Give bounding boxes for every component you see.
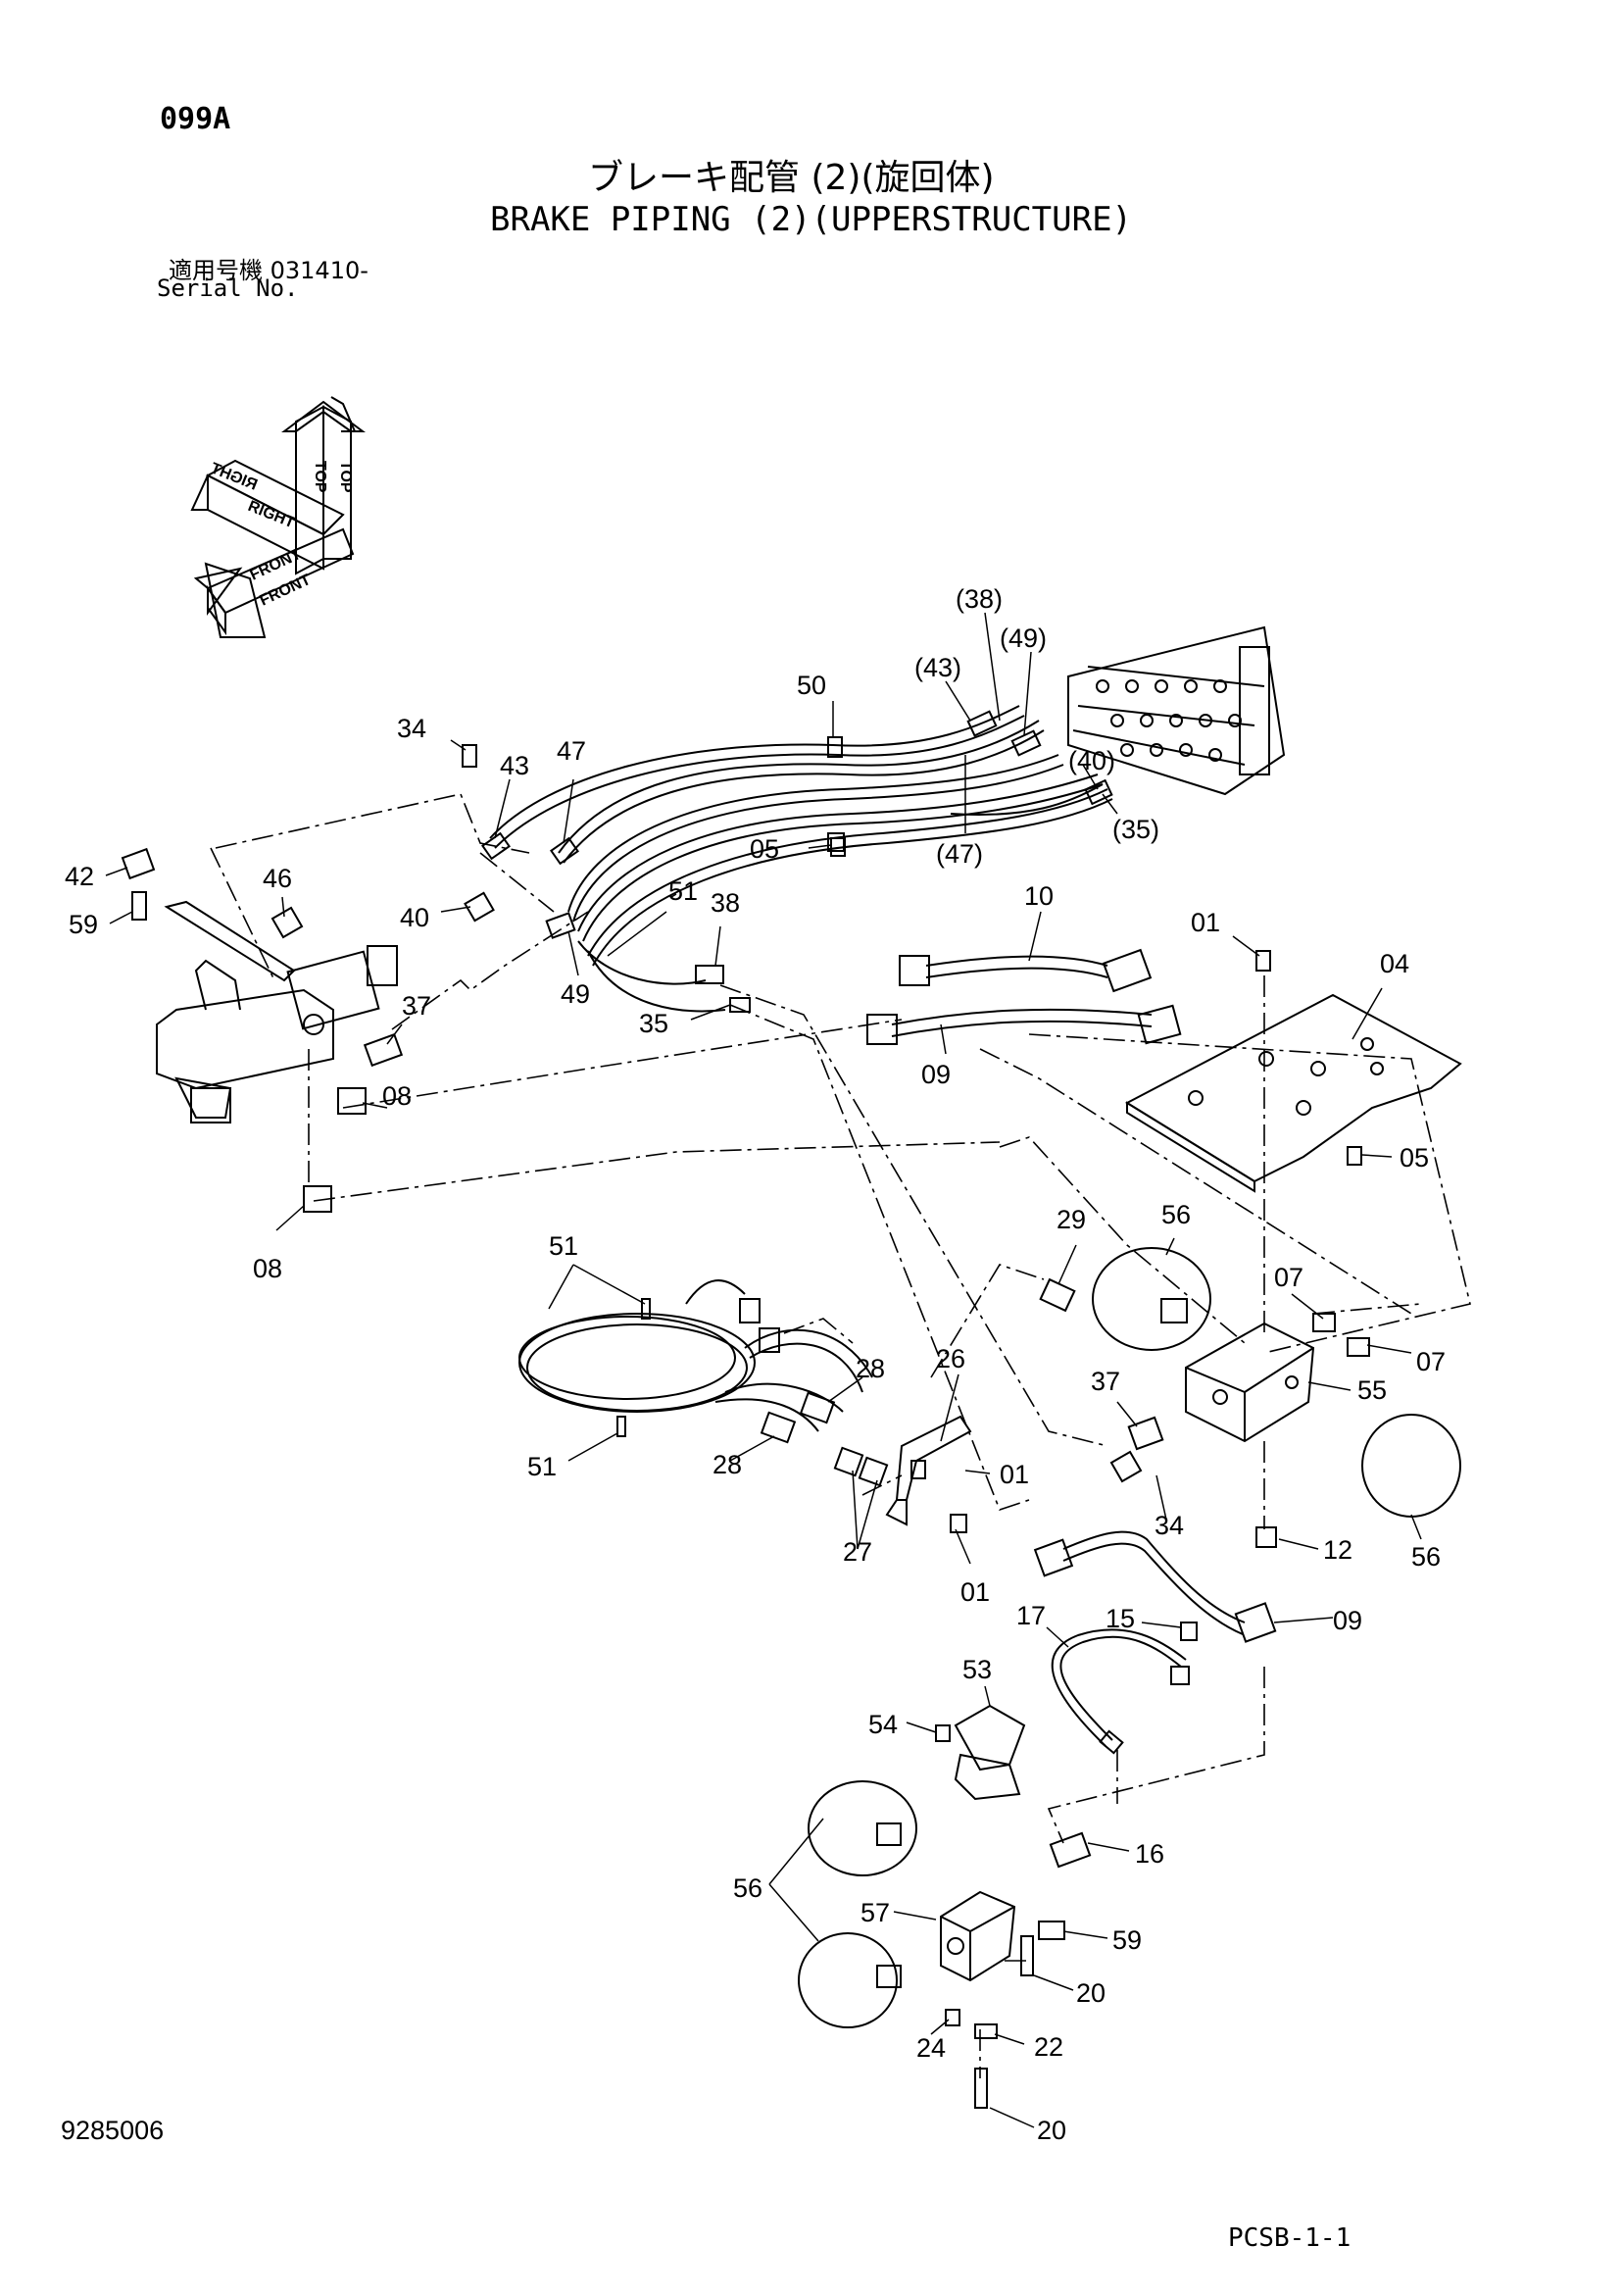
callout-07-lower: 07 [1416,1347,1446,1376]
bolt-01-05 [830,837,1362,1166]
hose-bundle [489,705,1113,1013]
callout-35: 35 [639,1009,668,1038]
callout-09-upper: 09 [921,1060,951,1089]
control-valve-assembly [1067,625,1286,796]
callout-55: 55 [1357,1375,1387,1405]
hose-17-fittings [1099,1622,1198,1755]
callout-51-upper: 51 [668,876,698,906]
title-english: BRAKE PIPING (2)(UPPERSTRUCTURE) [490,200,1133,239]
callout-08-lower: 08 [253,1254,282,1283]
leader-lines [105,612,1422,2128]
callout-37-upper: 37 [402,991,431,1021]
hoses-10-09 [891,955,1153,1037]
hose-10-09-fittings [866,948,1182,1045]
orientation-label-top-1: TOP [312,461,328,493]
right-arrow-icon [190,459,345,571]
callout-50: 50 [797,671,826,700]
callout-04: 04 [1380,949,1409,978]
callout-22: 22 [1034,2032,1063,2062]
callout-15: 15 [1106,1604,1135,1633]
front-arrow-icon [193,527,355,638]
callout-40: 40 [400,903,429,932]
callout-28-upper: 28 [856,1354,885,1383]
callout-38: 38 [711,888,740,918]
callout-40-ref: (40) [1068,746,1115,775]
serial-label-english: Serial No. [157,275,299,302]
callout-56-lower: 56 [733,1873,762,1903]
hose-fittings [481,710,1113,1013]
callout-labels: (38) (49) (43) (40) (35) (47) 50 34 43 4… [65,584,1446,2145]
manifold-block-57 [940,1890,1016,1982]
callout-49: 49 [561,979,590,1009]
callout-27: 27 [843,1537,872,1567]
callout-43: 43 [500,751,529,780]
callout-34-upper: 34 [397,714,426,743]
callout-20-lower: 20 [1037,2116,1066,2145]
page-code: 099A [160,102,231,136]
callout-57: 57 [860,1898,890,1927]
accumulator-56-lower-bottom [798,1932,902,2028]
callout-34-lower: 34 [1155,1511,1184,1540]
accumulator-56-lower-top [808,1780,917,1876]
callout-01-middle: 01 [1000,1460,1029,1489]
callout-26: 26 [936,1344,965,1373]
orientation-indicator: TOP TOP RIGHT RIGHT FRONT FRONT [190,396,366,638]
callout-56-right: 56 [1411,1542,1441,1572]
hose-51-fittings [616,1298,836,1444]
callout-16: 16 [1135,1839,1164,1869]
fittings-manifold [1039,1277,1370,1548]
routing-lines [210,793,1471,2078]
callout-51-middle: 51 [549,1231,578,1261]
hose-09-fittings [1033,1538,1277,1643]
callout-51-lower: 51 [527,1452,557,1481]
callout-10: 10 [1024,881,1054,911]
orientation-label-top-2: TOP [337,461,354,493]
hose-09-lower [1062,1530,1246,1635]
callout-09-lower: 09 [1333,1606,1362,1635]
callout-53: 53 [962,1655,992,1684]
callout-07-upper: 07 [1274,1263,1303,1292]
callout-17: 17 [1016,1601,1046,1630]
sheet-code: PCSB-1-1 [1228,2223,1352,2253]
mounting-plate [1124,993,1462,1193]
orientation-label-right-1: RIGHT [246,498,298,531]
callout-12: 12 [1323,1535,1352,1565]
callout-59-lower: 59 [1112,1925,1142,1955]
callout-47: 47 [557,736,586,766]
hose-17 [1051,1628,1187,1747]
callout-20-upper: 20 [1076,1978,1106,2008]
callout-01-lower: 01 [960,1577,990,1607]
title-japanese: ブレーキ配管 (2)(旋回体) [588,158,995,198]
fittings-lower [945,1831,1092,2109]
callout-49-ref: (49) [1000,624,1047,653]
callout-37-lower: 37 [1091,1367,1120,1396]
callout-01-upper: 01 [1191,908,1220,937]
brake-pedal-valve [156,900,398,1123]
bracket-26 [885,1415,972,1526]
coiled-hose-51 [518,1279,873,1432]
callout-56-upper: 56 [1161,1200,1191,1229]
callout-54: 54 [868,1710,898,1739]
callout-47-ref: (47) [936,839,983,869]
bracket-53 [935,1704,1026,1801]
callout-24: 24 [916,2033,946,2063]
document-number: 9285006 [61,2116,165,2145]
callout-05-upper: 05 [750,834,779,864]
callout-43-ref: (43) [914,653,961,682]
accumulator-56-upper [1092,1247,1211,1351]
serial-label-japanese: 適用号機 031410- [169,257,369,284]
callout-38-ref: (38) [956,584,1003,614]
connectors-27 [833,1446,967,1533]
callout-35-ref: (35) [1112,815,1159,844]
callout-42: 42 [65,862,94,891]
callout-08-upper: 08 [382,1081,412,1111]
callout-59-upper: 59 [69,910,98,939]
callout-28-lower: 28 [713,1450,742,1479]
callout-29: 29 [1057,1205,1086,1234]
callout-05-lower: 05 [1400,1143,1429,1173]
manifold-block-55 [1185,1322,1315,1443]
callout-46: 46 [263,864,292,893]
accumulator-56-right [1361,1414,1461,1518]
